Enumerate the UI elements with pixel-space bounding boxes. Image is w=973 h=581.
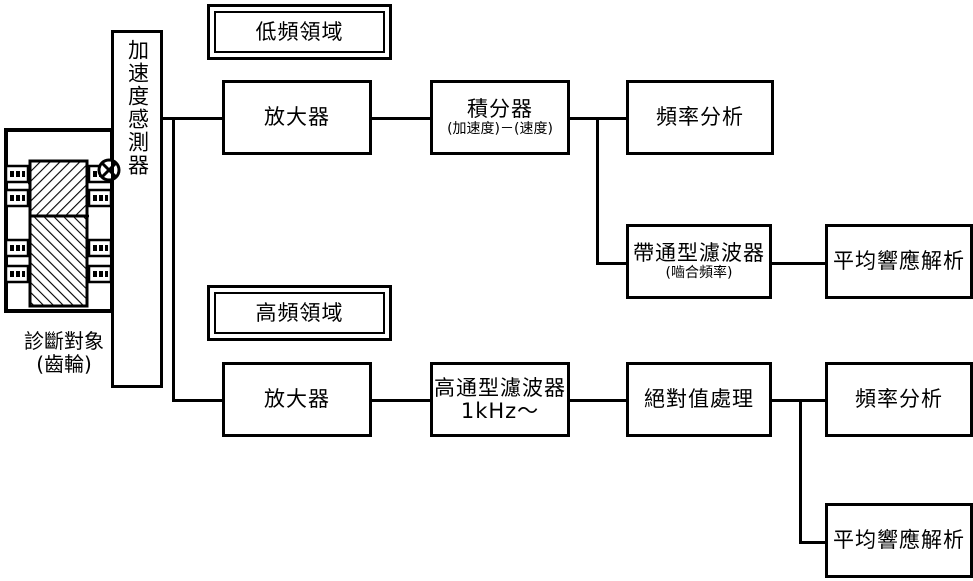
connector-amplifier-low-to-integrator: [372, 117, 430, 120]
stage-bandpass-filter-sublabel: (嚙合頻率): [665, 265, 733, 282]
subject-caption: 診斷對象 (齒輪): [0, 330, 128, 376]
stage-amplifier-high[interactable]: 放大器: [222, 362, 372, 437]
stage-freq-analysis-low[interactable]: 頻率分析: [626, 80, 774, 155]
stage-amplifier-high-label: 放大器: [264, 387, 330, 412]
stage-integrator-sublabel: (加速度)－(速度): [447, 121, 553, 138]
sensor-label: 加速度感測器: [125, 39, 150, 177]
stage-avg-response-low-label: 平均響應解析: [833, 249, 965, 274]
sensor-box[interactable]: 加速度感測器: [111, 30, 163, 388]
stage-avg-response-high[interactable]: 平均響應解析: [825, 503, 973, 578]
connector-amplifier-high-to-highpass: [372, 399, 430, 402]
connector-split-vertical-high: [799, 399, 802, 544]
connector-trunk-to-amplifier-low: [172, 117, 222, 120]
header-high-frequency-inner: 高頻領域: [214, 292, 385, 334]
subject-label: 診斷對象: [24, 329, 104, 353]
connector-split-vertical-low: [596, 117, 599, 265]
stage-integrator[interactable]: 積分器 (加速度)－(速度): [430, 80, 570, 155]
connector-split-to-avg-high: [799, 541, 827, 544]
header-low-frequency[interactable]: 低頻領域: [207, 4, 392, 60]
stage-integrator-label: 積分器: [467, 97, 533, 122]
connector-abs-to-split-high: [771, 399, 826, 402]
stage-bandpass-filter[interactable]: 帶通型濾波器 (嚙合頻率): [626, 224, 772, 299]
connector-split-to-bandpass: [596, 262, 627, 265]
header-low-frequency-inner: 低頻領域: [214, 11, 385, 53]
stage-highpass-filter-label: 高通型濾波器: [434, 376, 566, 401]
header-low-frequency-label: 低頻領域: [255, 19, 344, 44]
stage-highpass-filter[interactable]: 高通型濾波器 1kHz～: [430, 362, 570, 437]
stage-bandpass-filter-label: 帶通型濾波器: [633, 241, 765, 266]
stage-freq-analysis-high-label: 頻率分析: [855, 387, 943, 412]
connector-trunk-to-amplifier-high: [172, 399, 222, 402]
stage-avg-response-low[interactable]: 平均響應解析: [825, 224, 973, 299]
connector-sensor-to-trunk: [163, 117, 175, 120]
stage-freq-analysis-low-label: 頻率分析: [656, 105, 744, 130]
stage-highpass-filter-sublabel: 1kHz～: [460, 398, 540, 423]
header-high-frequency[interactable]: 高頻領域: [207, 285, 392, 341]
stage-avg-response-high-label: 平均響應解析: [833, 528, 965, 553]
connector-bandpass-to-avg-low: [771, 262, 826, 265]
stage-abs-value[interactable]: 絕對值處理: [626, 362, 772, 437]
stage-amplifier-low-label: 放大器: [264, 105, 330, 130]
subject-sublabel: (齒輪): [36, 352, 92, 376]
stage-freq-analysis-high[interactable]: 頻率分析: [825, 362, 973, 437]
gearbox-cross-section-icon: [4, 128, 114, 313]
stage-abs-value-label: 絕對值處理: [644, 387, 754, 412]
connector-highpass-to-abs: [569, 399, 627, 402]
connector-trunk-vertical: [172, 117, 175, 402]
header-high-frequency-label: 高頻領域: [255, 300, 344, 325]
stage-amplifier-low[interactable]: 放大器: [222, 80, 372, 155]
